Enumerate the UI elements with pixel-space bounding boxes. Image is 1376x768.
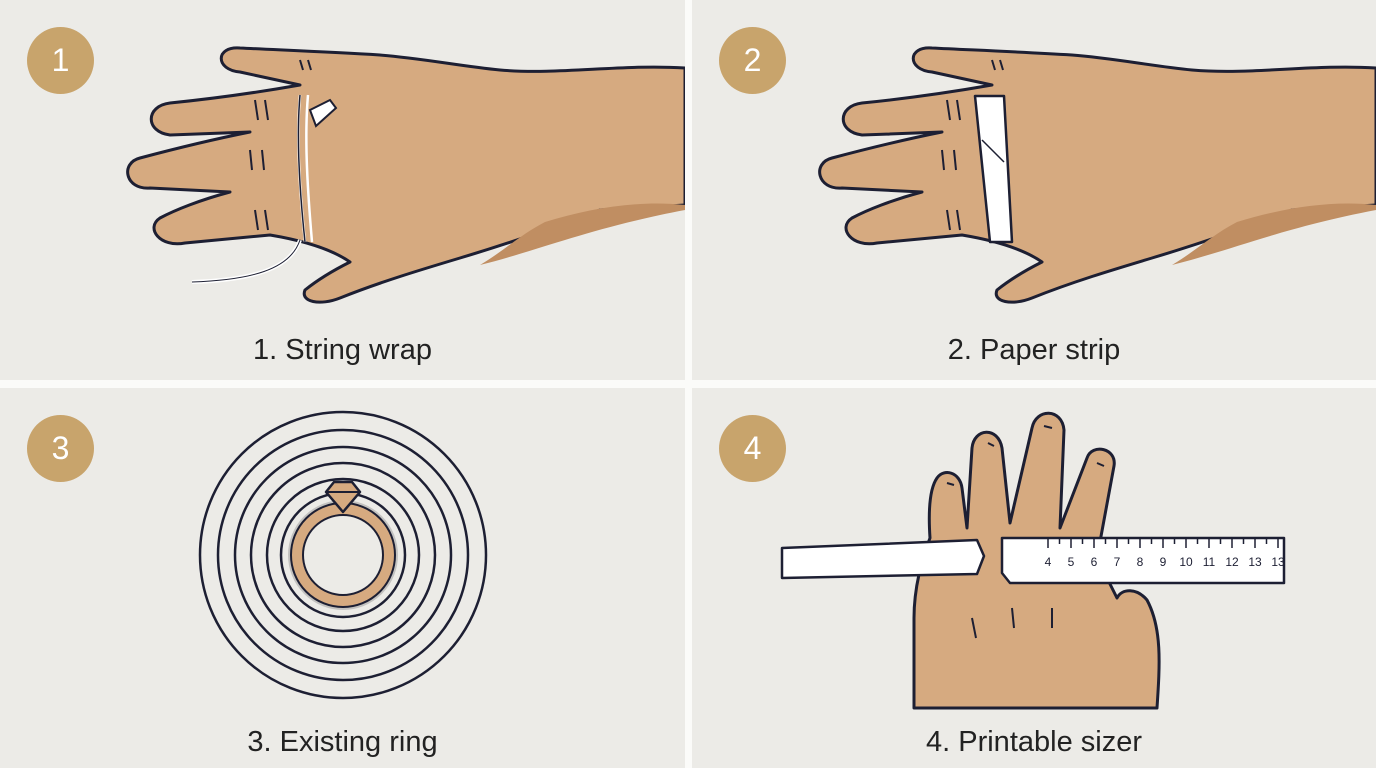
ring-on-circles-icon — [198, 410, 488, 700]
sizer-mark-label: 8 — [1137, 555, 1144, 569]
sizer-mark-label: 4 — [1045, 555, 1052, 569]
sizer-mark-label: 12 — [1225, 555, 1239, 569]
hand-with-ring-sizer-icon: 4 5 6 7 8 9 10 11 12 13 13 — [780, 411, 1286, 710]
sizer-mark-label: 6 — [1091, 555, 1098, 569]
hand-with-paper-strip-icon — [818, 46, 1376, 304]
sizer-mark-label: 9 — [1160, 555, 1167, 569]
sizer-mark-label: 5 — [1068, 555, 1075, 569]
hand-with-string-icon — [126, 46, 685, 304]
panel-printable-sizer: 4 5 6 7 8 9 10 11 12 13 13 4 4. Printable sizer — [692, 388, 1376, 768]
sizer-mark-label: 11 — [1203, 555, 1216, 569]
sizer-mark-label: 13 — [1271, 555, 1285, 569]
step-badge: 3 — [27, 415, 94, 482]
step-badge: 1 — [27, 27, 94, 94]
step-caption: 4. Printable sizer — [926, 726, 1142, 758]
sizer-mark-label: 10 — [1179, 555, 1193, 569]
step-caption: 2. Paper strip — [947, 334, 1121, 366]
sizer-mark-label: 13 — [1248, 555, 1262, 569]
step-caption: 3. Existing ring — [247, 726, 438, 758]
sizer-mark-label: 7 — [1114, 555, 1121, 569]
step-badge: 4 — [719, 415, 786, 482]
panel-existing-ring: 3 3. Existing ring — [0, 388, 685, 768]
panel-string-wrap: 1 1. String wrap — [0, 0, 685, 380]
step-badge: 2 — [719, 27, 786, 94]
panel-paper-strip: 2 2. Paper strip — [692, 0, 1376, 380]
step-caption: 1. String wrap — [253, 334, 432, 366]
